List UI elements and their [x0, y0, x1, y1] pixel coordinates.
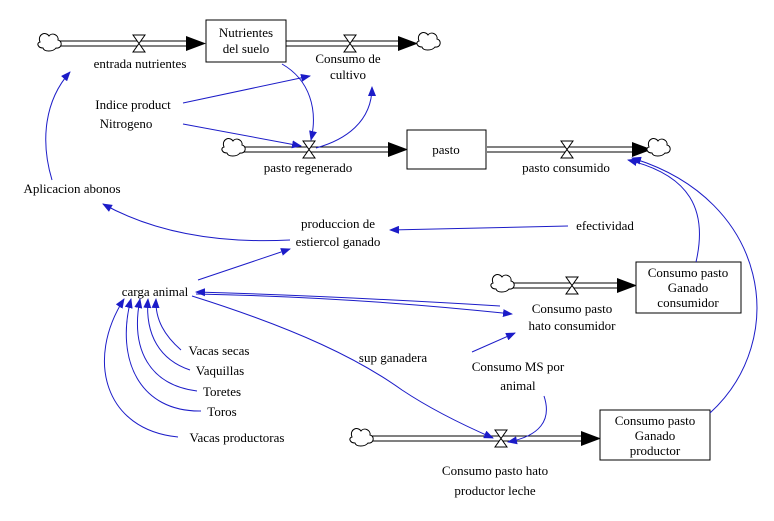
link-carga-to-productor-flow — [191, 295, 494, 439]
stock-pasto-box[interactable] — [406, 129, 487, 170]
var-efectividad[interactable]: efectividad — [576, 218, 634, 233]
valve-icon — [132, 34, 146, 53]
var-indice-nitrogeno-line2: Nitrogeno — [100, 116, 153, 131]
stocks: Nutrientes del suelo pasto Consumo pasto… — [205, 19, 742, 461]
link-carga-to-estiercol — [197, 248, 291, 281]
stock-consumidor-box[interactable] — [635, 261, 742, 314]
stock-consumidor-line1: Consumo pasto — [648, 265, 729, 280]
stock-nutrientes-box[interactable] — [205, 19, 287, 63]
var-consumo-ms-animal-line2: animal — [500, 378, 536, 393]
cloud-icon — [416, 32, 441, 51]
var-consumo-hato-consumidor-line2: hato consumidor — [528, 318, 616, 333]
link-toros-to-carga — [124, 298, 202, 412]
stock-pasto-label: pasto — [432, 142, 459, 157]
link-toretes-to-carga — [134, 298, 198, 392]
flow-pasto-regenerado[interactable]: pasto regenerado — [264, 160, 352, 175]
link-efectividad-to-estiercol — [389, 225, 569, 234]
valve-icon — [494, 429, 508, 448]
var-aplicacion-abonos[interactable]: Aplicacion abonos — [23, 181, 120, 196]
flow-hato-productor-line1[interactable]: Consumo pasto hato — [442, 463, 548, 478]
pipe-entrada-arrowhead — [186, 36, 206, 51]
link-indice-to-cultivo — [182, 73, 311, 104]
flow-pasto-consumido[interactable]: pasto consumido — [522, 160, 610, 175]
stock-nutrientes-line2: del suelo — [223, 41, 270, 56]
link-vaquillas-to-carga — [143, 298, 191, 371]
valve-icon — [302, 140, 316, 159]
flow-pipes — [60, 36, 652, 446]
flow-consumo-cultivo-line2: cultivo — [330, 67, 366, 82]
var-vacas-secas[interactable]: Vacas secas — [189, 343, 250, 358]
stock-consumidor-line2: Ganado — [668, 280, 708, 295]
flow-consumo-cultivo-line1[interactable]: Consumo de — [315, 51, 381, 66]
pipe-productor-arrowhead — [581, 431, 601, 446]
var-toretes[interactable]: Toretes — [203, 384, 241, 399]
link-vacas-productoras-to-carga — [103, 298, 179, 438]
link-ms-to-hato — [471, 332, 516, 353]
flow-entrada-nutrientes[interactable]: entrada nutrientes — [94, 56, 187, 71]
valves — [132, 34, 579, 448]
variable-labels: Indice product Nitrogeno Aplicacion abon… — [23, 97, 634, 445]
valve-icon — [343, 34, 357, 53]
stock-productor-line1: Consumo pasto — [615, 413, 696, 428]
link-hato-to-carga — [195, 288, 501, 307]
stock-nutrientes-line1: Nutrientes — [219, 25, 273, 40]
link-indice-to-regenerado — [182, 123, 302, 149]
flow-labels: entrada nutrientes Consumo de cultivo pa… — [94, 51, 610, 498]
cloud-icon — [37, 33, 62, 52]
flow-hato-productor-line2: productor leche — [454, 483, 535, 498]
pipe-cultivo-arrowhead — [398, 36, 418, 51]
var-sup-ganadera[interactable]: sup ganadera — [359, 350, 427, 365]
stock-productor-line3: productor — [630, 443, 681, 458]
causal-links — [45, 63, 758, 445]
cloud-icon — [646, 138, 671, 157]
link-productor-to-consumido — [631, 156, 758, 414]
valve-icon — [560, 140, 574, 159]
var-produccion-estiercol-line2: estiercol ganado — [296, 234, 381, 249]
pipe-consumido-arrowhead — [632, 142, 652, 157]
pipe-consumidor-arrowhead — [617, 278, 637, 293]
link-nutrientes-to-regenerado — [281, 63, 317, 141]
var-indice-nitrogeno-line1[interactable]: Indice product — [95, 97, 171, 112]
stock-productor-line2: Ganado — [635, 428, 675, 443]
link-ms-to-productor-flow — [507, 395, 547, 445]
cloud-icon — [221, 138, 246, 157]
var-vacas-productoras[interactable]: Vacas productoras — [190, 430, 285, 445]
var-consumo-hato-consumidor-line1[interactable]: Consumo pasto — [532, 301, 613, 316]
cloud-icon — [349, 428, 374, 447]
valve-icon — [565, 276, 579, 295]
link-estiercol-to-abonos — [102, 203, 291, 242]
link-vacas-secas-to-carga — [151, 298, 182, 351]
cloud-icon — [490, 274, 515, 293]
link-carga-to-hato — [195, 293, 513, 318]
link-abonos-to-entrada — [45, 71, 71, 181]
var-carga-animal[interactable]: carga animal — [122, 284, 189, 299]
link-consumidor-to-consumido — [627, 158, 700, 263]
var-produccion-estiercol-line1[interactable]: produccion de — [301, 216, 375, 231]
stock-consumidor-line3: consumidor — [657, 295, 719, 310]
var-vaquillas[interactable]: Vaquillas — [196, 363, 244, 378]
var-toros[interactable]: Toros — [207, 404, 236, 419]
link-regenerado-to-cultivo — [315, 86, 376, 149]
clouds — [37, 32, 671, 447]
var-consumo-ms-animal-line1[interactable]: Consumo MS por — [472, 359, 565, 374]
pipe-regenerado-arrowhead — [388, 142, 408, 157]
stock-productor-box[interactable] — [599, 409, 711, 461]
